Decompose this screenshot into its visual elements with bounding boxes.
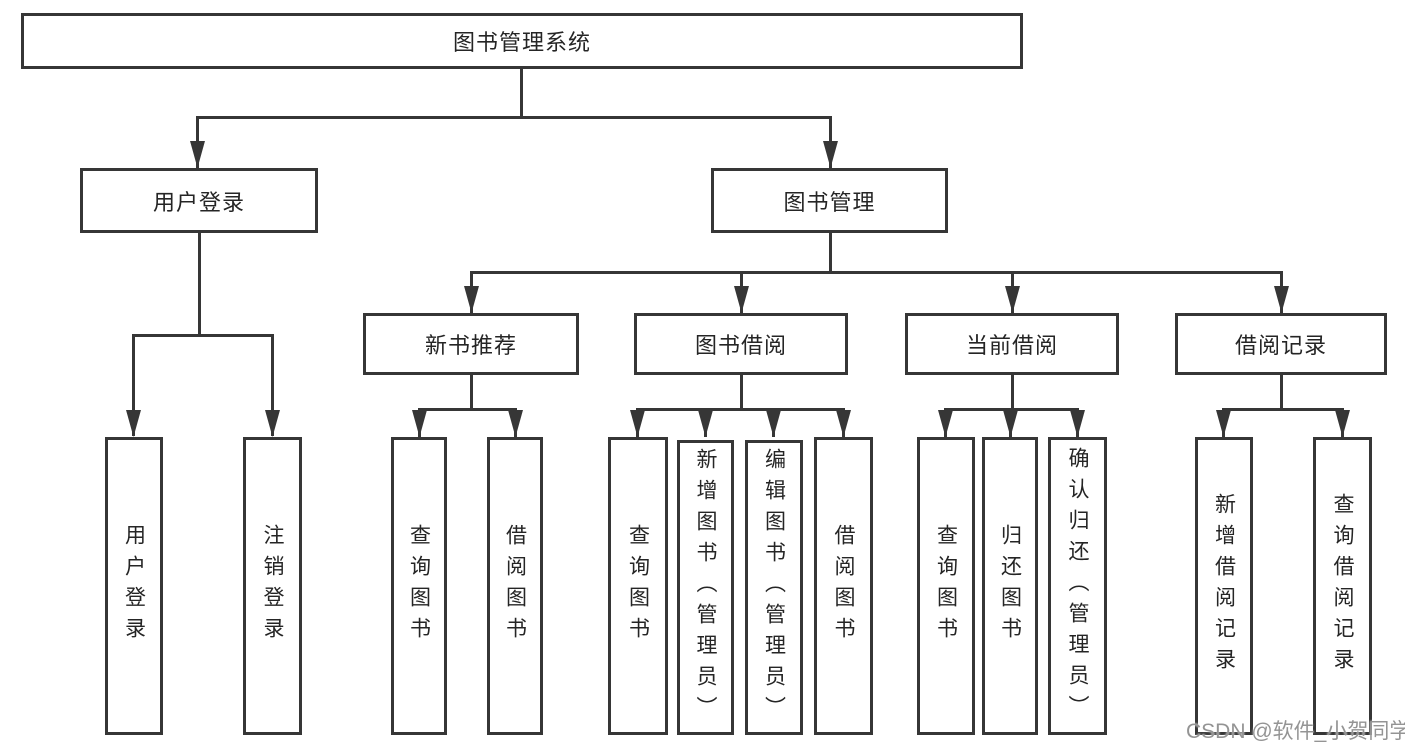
node-label: 新书推荐 — [424, 333, 517, 358]
leaf-logout: 注销登录 — [243, 437, 302, 735]
arrowhead-icon — [1003, 410, 1018, 437]
leaf-label: 查询图书 — [407, 524, 431, 648]
connector-line — [418, 408, 517, 411]
node-user-login-group: 用户登录 — [80, 168, 318, 233]
leaf-label: 借阅图书 — [832, 524, 855, 648]
connector-line — [132, 334, 135, 436]
arrowhead-icon — [265, 410, 280, 437]
node-label: 借阅记录 — [1234, 333, 1327, 358]
node-new-book-recommend: 新书推荐 — [363, 313, 579, 375]
arrowhead-icon — [1274, 286, 1289, 313]
arrowhead-icon — [630, 410, 645, 437]
connector-line — [198, 233, 201, 337]
connector-line — [470, 375, 473, 411]
leaf-return-books: 归还图书 — [982, 437, 1038, 735]
connector-line — [1222, 408, 1343, 411]
leaf-query-books-recommend: 查询图书 — [391, 437, 447, 735]
connector-line — [271, 334, 274, 436]
leaf-confirm-return-admin: 确认归还（管理员） — [1048, 437, 1107, 735]
leaf-edit-books-admin: 编辑图书（管理员） — [745, 440, 803, 735]
leaf-label: 查询借阅记录 — [1331, 493, 1354, 679]
arrowhead-icon — [823, 141, 838, 168]
arrowhead-icon — [698, 410, 713, 437]
arrowhead-icon — [836, 410, 851, 437]
leaf-label: 用户登录 — [122, 524, 146, 648]
connector-line — [636, 408, 845, 411]
arrowhead-icon — [938, 410, 953, 437]
node-borrowing-records: 借阅记录 — [1175, 313, 1387, 375]
arrowhead-icon — [464, 286, 479, 313]
connector-line — [1011, 375, 1014, 411]
arrowhead-icon — [126, 410, 141, 437]
node-book-management-group: 图书管理 — [711, 168, 948, 233]
connector-line — [1280, 375, 1283, 411]
connector-line — [520, 69, 523, 119]
csdn-watermark: CSDN @软件_小贺同学 — [1186, 720, 1405, 743]
arrowhead-icon — [734, 286, 749, 313]
node-label: 图书管理 — [783, 189, 876, 215]
leaf-label: 编辑图书（管理员） — [762, 448, 786, 727]
connector-line — [470, 271, 1283, 274]
node-label: 用户登录 — [152, 189, 245, 215]
node-library-management-system: 图书管理系统 — [21, 13, 1023, 69]
arrowhead-icon — [508, 410, 523, 437]
leaf-label: 新增借阅记录 — [1212, 493, 1236, 679]
leaf-label: 借阅图书 — [503, 524, 527, 648]
leaf-add-books-admin: 新增图书（管理员） — [677, 440, 734, 735]
leaf-borrow-books: 借阅图书 — [814, 437, 873, 735]
leaf-add-borrow-record: 新增借阅记录 — [1195, 437, 1253, 735]
leaf-query-books-borrowing: 查询图书 — [608, 437, 668, 735]
node-current-borrowing: 当前借阅 — [905, 313, 1119, 375]
leaf-user-login: 用户登录 — [105, 437, 163, 735]
arrowhead-icon — [1216, 410, 1231, 437]
connector-line — [132, 334, 273, 337]
connector-line — [196, 116, 832, 119]
leaf-label: 注销登录 — [261, 524, 284, 648]
leaf-label: 查询图书 — [626, 524, 650, 648]
arrowhead-icon — [190, 141, 205, 168]
leaf-label: 归还图书 — [998, 524, 1022, 648]
leaf-label: 确认归还（管理员） — [1066, 446, 1089, 726]
node-book-borrowing: 图书借阅 — [634, 313, 848, 375]
arrowhead-icon — [412, 410, 427, 437]
arrowhead-icon — [1335, 410, 1350, 437]
arrowhead-icon — [1005, 286, 1020, 313]
leaf-borrow-books-recommend: 借阅图书 — [487, 437, 543, 735]
connector-line — [740, 375, 743, 411]
arrowhead-icon — [1070, 410, 1085, 437]
leaf-label: 查询图书 — [934, 524, 958, 648]
leaf-query-borrow-record: 查询借阅记录 — [1313, 437, 1372, 735]
node-label: 当前借阅 — [965, 333, 1058, 358]
connector-line — [829, 233, 832, 274]
arrowhead-icon — [766, 410, 781, 437]
leaf-query-books-current: 查询图书 — [917, 437, 975, 735]
leaf-label: 新增图书（管理员） — [694, 448, 717, 727]
node-label: 图书管理系统 — [452, 30, 591, 55]
node-label: 图书借阅 — [694, 333, 787, 358]
